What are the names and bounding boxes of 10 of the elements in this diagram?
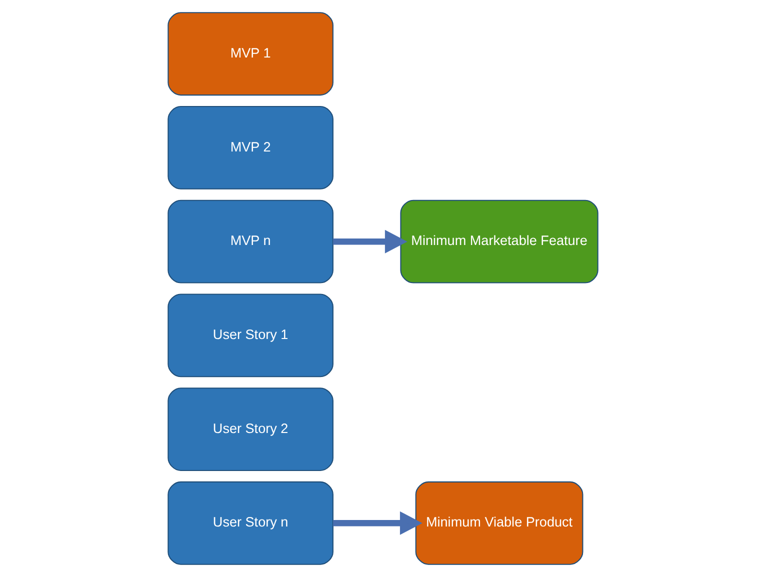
arrow xyxy=(332,230,407,254)
node-box: User Story n xyxy=(167,481,333,565)
node-box: MVP 2 xyxy=(167,106,333,190)
node-box: Minimum Marketable Feature xyxy=(400,200,598,284)
node-box: MVP 1 xyxy=(167,12,333,96)
node-box: MVP n xyxy=(167,200,333,284)
node-box: Minimum Viable Product xyxy=(414,481,583,565)
node-box: User Story 2 xyxy=(167,388,333,471)
node-box: User Story 1 xyxy=(167,294,333,378)
arrow xyxy=(332,511,422,535)
